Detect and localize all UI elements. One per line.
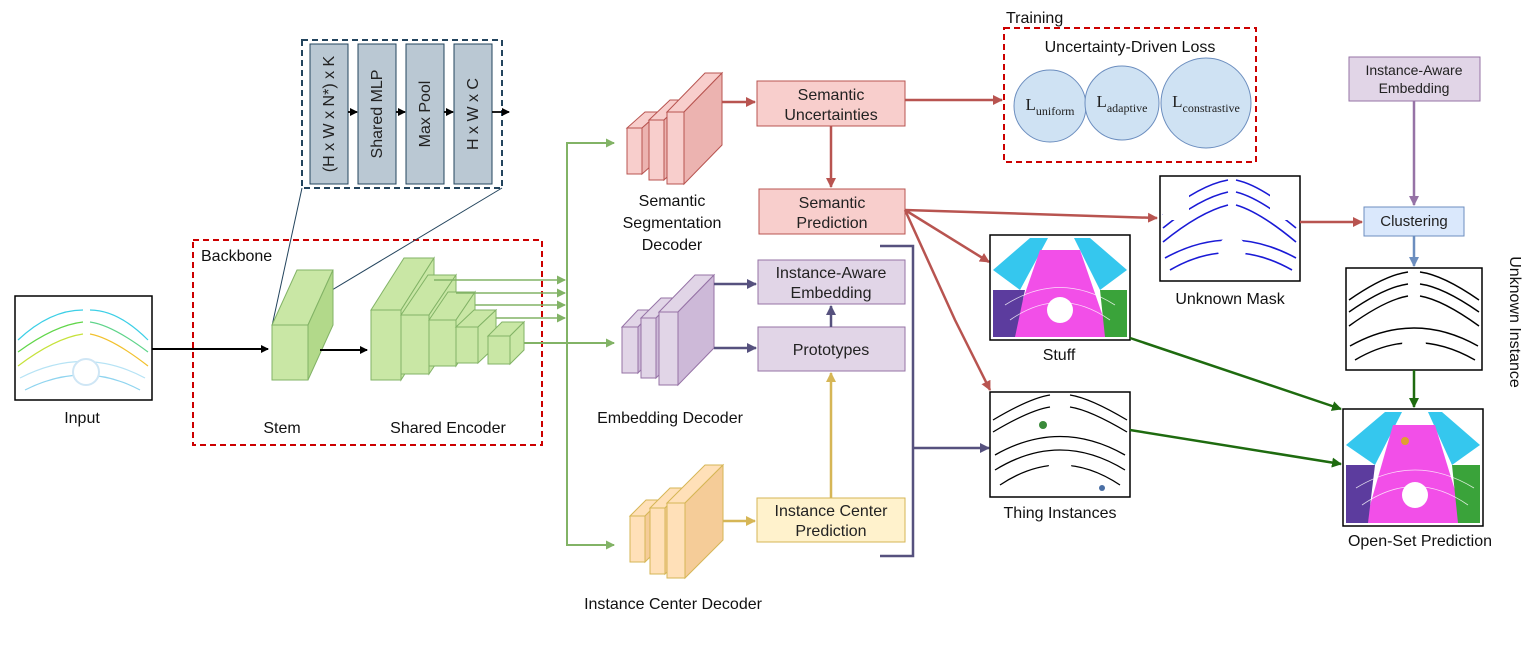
semantic-decoder-label-line3: Decoder bbox=[642, 237, 703, 254]
semantic-uncertainties-box bbox=[756, 80, 906, 127]
shared-encoder-block bbox=[370, 256, 526, 382]
clustering-label: Clustering bbox=[1380, 213, 1448, 230]
unknown-instance-label: Unknown Instance bbox=[1506, 256, 1523, 388]
loss-adaptive-circle bbox=[1084, 65, 1160, 141]
encoder-to-decoders-arrows bbox=[524, 138, 615, 550]
pointnet-output-shape: H x W x C bbox=[465, 78, 482, 150]
loss-adaptive-text: Ladaptive bbox=[1096, 92, 1147, 115]
semantic-prediction-output-arrows bbox=[903, 208, 1158, 391]
pointnet-input-shape: (H x W x N*) x K bbox=[321, 55, 338, 172]
thing-instances-image bbox=[989, 391, 1131, 498]
stuff-label: Stuff bbox=[1043, 347, 1076, 364]
input-label: Input bbox=[64, 410, 100, 427]
unknown-mask-label: Unknown Mask bbox=[1175, 291, 1285, 308]
center-prediction-line1: Instance Center bbox=[775, 503, 889, 520]
training-label: Training bbox=[1006, 10, 1063, 27]
loss-contrastive-circle bbox=[1160, 57, 1252, 149]
instance-embedding-box bbox=[757, 259, 906, 305]
stem-detail-blocks bbox=[309, 43, 493, 185]
stem-label: Stem bbox=[263, 420, 300, 437]
grouping-bracket bbox=[880, 244, 915, 558]
instance-embedding-right-box bbox=[1348, 56, 1481, 102]
semantic-prediction-line2: Prediction bbox=[796, 215, 867, 232]
instance-embedding-line1: Instance-Aware bbox=[776, 265, 887, 282]
open-set-prediction-label: Open-Set Prediction bbox=[1348, 533, 1492, 550]
semantic-uncertainties-line2: Uncertainties bbox=[784, 107, 877, 124]
semantic-prediction-box bbox=[758, 188, 906, 235]
unknown-instance-image bbox=[1345, 267, 1483, 371]
center-decoder-label: Instance Center Decoder bbox=[584, 596, 763, 613]
prototypes-box bbox=[757, 326, 906, 372]
prototypes-label: Prototypes bbox=[793, 342, 869, 359]
merge-arrows bbox=[1129, 336, 1419, 468]
training-frame bbox=[1003, 27, 1257, 163]
instance-embedding-right-line2: Embedding bbox=[1379, 80, 1450, 96]
unknown-mask-image bbox=[1159, 175, 1301, 282]
embedding-decoder-label: Embedding Decoder bbox=[597, 410, 744, 427]
loss-title: Uncertainty-Driven Loss bbox=[1045, 39, 1216, 56]
semantic-decoder-block bbox=[625, 71, 724, 186]
semantic-prediction-line1: Semantic bbox=[799, 195, 866, 212]
embedding-decoder-block bbox=[620, 273, 716, 387]
semantic-decoder-label-line1: Semantic bbox=[639, 193, 706, 210]
skip-connection-arrows bbox=[434, 275, 566, 323]
open-set-prediction-image bbox=[1342, 408, 1484, 527]
loss-contrastive-text: Lconstrastive bbox=[1172, 92, 1240, 115]
instance-embedding-line2: Embedding bbox=[791, 285, 872, 302]
input-scan-image bbox=[14, 295, 153, 401]
instance-embedding-right-line1: Instance-Aware bbox=[1365, 62, 1462, 78]
loss-uniform-text: Luniform bbox=[1025, 95, 1075, 118]
center-decoder-block bbox=[628, 463, 725, 580]
semantic-decoder-label-line2: Segmentation bbox=[623, 215, 722, 232]
semantic-uncertainties-line1: Semantic bbox=[798, 87, 865, 104]
center-prediction-line2: Prediction bbox=[795, 523, 866, 540]
pointnet-max-pool: Max Pool bbox=[417, 81, 434, 148]
thing-instances-label: Thing Instances bbox=[1004, 505, 1117, 522]
zoom-line-left bbox=[271, 187, 303, 327]
stuff-image bbox=[989, 234, 1131, 341]
shared-encoder-label: Shared Encoder bbox=[390, 420, 506, 437]
stem-block bbox=[271, 269, 334, 381]
backbone-label: Backbone bbox=[201, 248, 272, 265]
pointnet-shared-mlp: Shared MLP bbox=[369, 70, 386, 159]
